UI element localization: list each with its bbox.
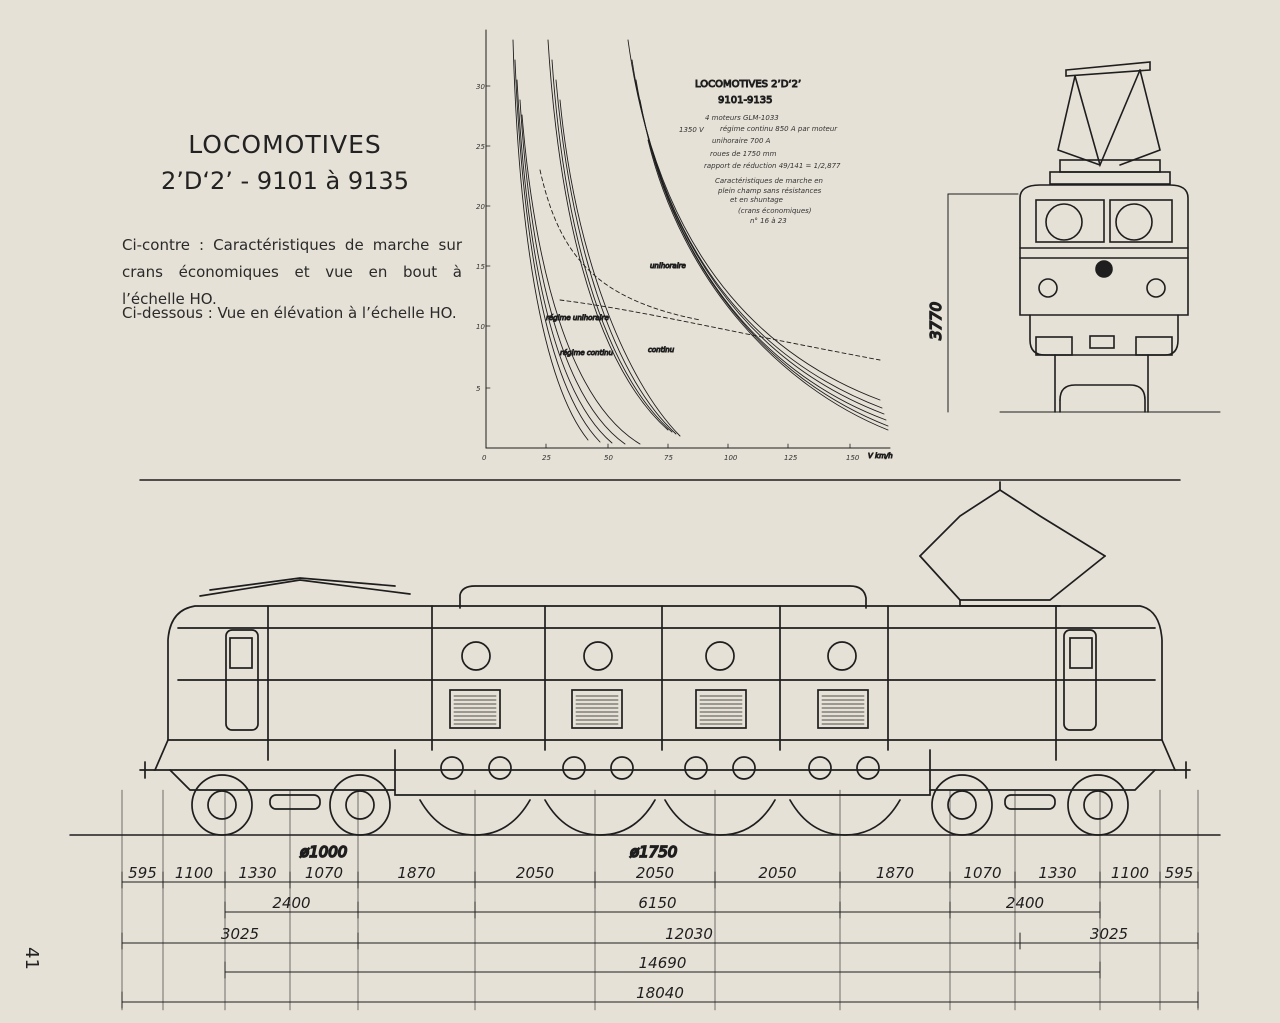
x-axis-unit: V km/h [868,452,893,460]
performance-graph: 0 25 50 75 100 125 150 5 10 15 20 25 30 [476,29,893,462]
page-subtitle: 2’D‘2’ - 9101 à 9135 [161,167,409,195]
dim-row1-label: 2050 [516,864,554,882]
label-continu: continu [648,346,675,354]
label-regime-unihoraire: régime unihoraire [546,314,609,322]
title-block: LOCOMOTIVES 2’D‘2’ - 9101 à 9135 [100,130,470,195]
caption-elevation: Ci-dessous : Vue en élévation à l’échell… [122,304,457,322]
graph-note: Caractéristiques de marche en [715,177,823,185]
caption-characteristics: Ci-contre : Caractéristiques de marche s… [122,236,462,308]
side-elevation: ø1000 ø1750 [69,479,1221,862]
graph-title-2: 9101-9135 [718,95,773,106]
graph-note: n° 16 à 23 [750,217,787,225]
x-tick-label: 100 [724,454,738,462]
dim-row3-label: 12030 [665,925,713,943]
wheel-diameter-small: ø1000 [299,843,347,861]
y-tick-label: 20 [476,203,485,211]
y-tick-label: 15 [476,263,485,271]
label-regime-continu: régime continu [560,349,614,357]
graph-title-1: LOCOMOTIVES 2’D‘2’ [695,79,801,90]
x-tick-label: 25 [542,454,551,462]
graph-note: roues de 1750 mm [710,150,777,158]
label-unihoraire: unihoraire [650,262,686,270]
x-tick-label: 125 [784,454,798,462]
graph-note: rapport de réduction 49/141 = 1/2,877 [704,162,841,170]
graph-note: (crans économiques) [738,207,812,215]
graph-note: plein champ sans résistances [717,187,822,195]
y-tick-label: 10 [476,323,485,331]
dim-row1-label: 1330 [238,864,276,882]
dim-row1-label: 1100 [1111,864,1149,882]
x-tick-label: 0 [482,454,487,462]
graph-note: 4 moteurs GLM-1033 [705,114,779,122]
graph-note: régime continu 850 A par moteur [720,125,838,133]
dim-row1-label: 1870 [876,864,914,882]
dim-row3-label: 3025 [1090,925,1128,943]
dim-row4-label: 14690 [639,954,687,972]
dim-row1-label: 2050 [636,864,674,882]
dim-row3-label: 3025 [221,925,259,943]
x-tick-label: 150 [846,454,860,462]
graph-note: unihoraire 700 A [712,137,771,145]
page-title: LOCOMOTIVES [188,130,382,159]
dim-row1-label: 1100 [175,864,213,882]
dimension-lines: 595 1100 1330 1070 1870 2050 2050 2050 1870 1070 1… [121,789,1199,1011]
dim-row1-label: 1070 [305,864,343,882]
y-tick-label: 30 [476,83,485,91]
dim-row5-label: 18040 [636,984,684,1002]
dim-row1-label: 1330 [1038,864,1076,882]
dim-row2-label: 6150 [638,894,676,912]
dim-row1-label: 1070 [963,864,1001,882]
dim-row1-label: 595 [1165,864,1194,882]
x-tick-label: 50 [604,454,613,462]
y-tick-label: 25 [476,143,485,151]
dim-row2-label: 2400 [1006,894,1044,912]
wheel-diameter-large: ø1750 [629,843,677,861]
end-view: 3770 [926,61,1221,413]
graph-note: et en shuntage [730,196,783,204]
y-tick-label: 5 [476,385,481,393]
dim-row1-label: 1870 [397,864,435,882]
dim-row1-label: 595 [128,864,157,882]
height-dimension: 3770 [927,302,945,340]
graph-note: 1350 V [679,126,705,134]
dim-row1-label: 2050 [758,864,796,882]
dim-row2-label: 2400 [272,894,310,912]
x-tick-label: 75 [664,454,673,462]
